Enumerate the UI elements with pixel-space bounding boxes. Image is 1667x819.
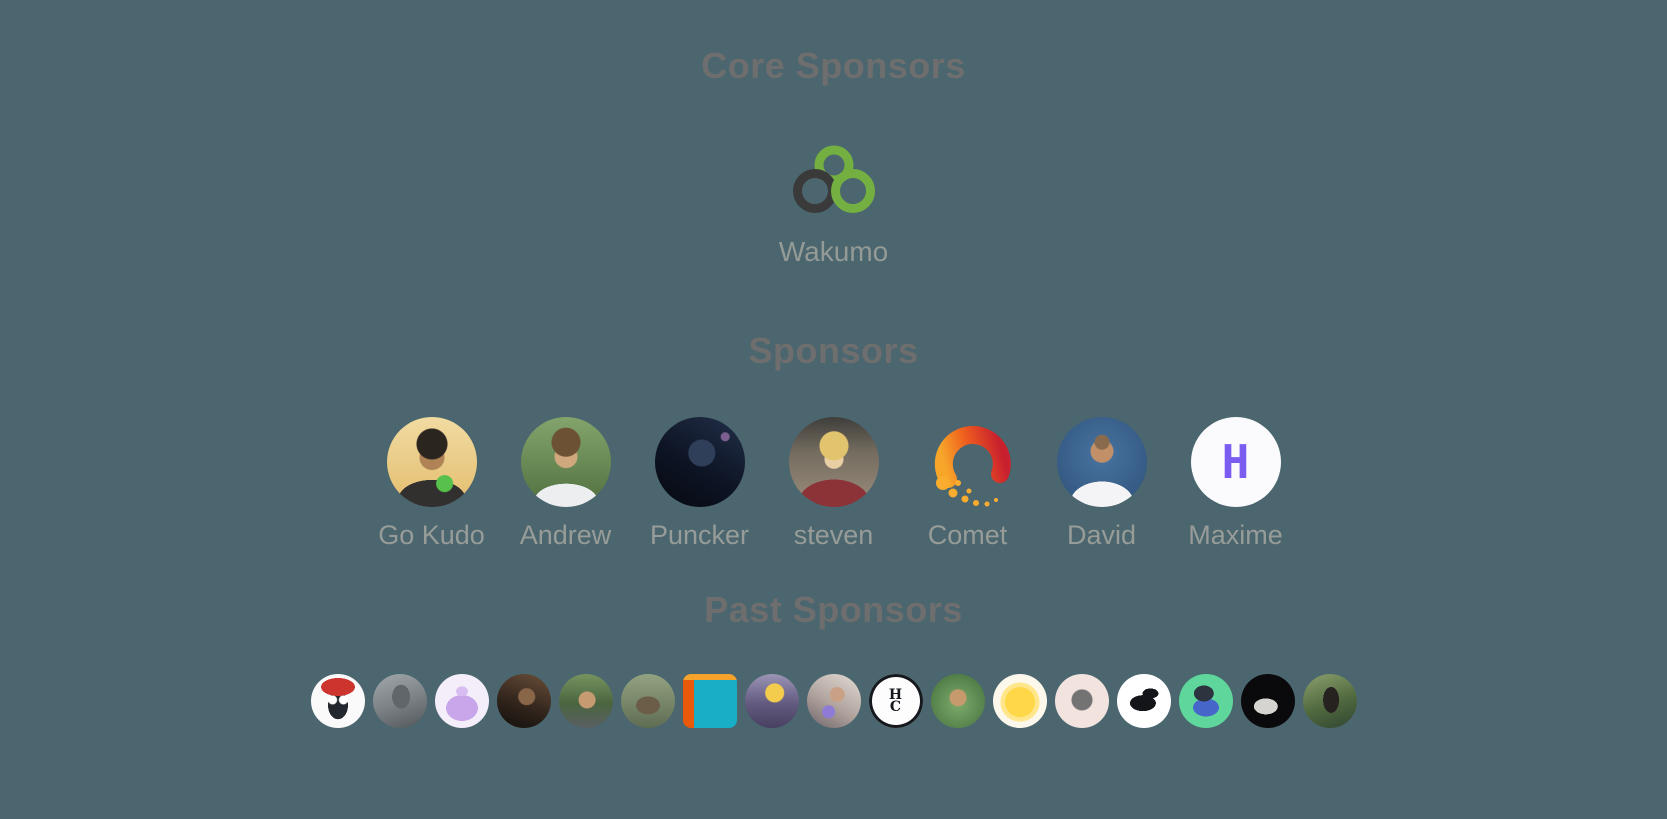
sponsor-avatar[interactable] [1056,417,1147,507]
past-sponsor-avatar[interactable] [682,674,737,728]
sponsor-name[interactable]: Andrew [519,520,612,550]
past-sponsor-avatar[interactable] [496,674,551,728]
past-sponsor-avatar[interactable] [1054,674,1109,728]
sponsor-avatar[interactable] [923,417,1013,507]
sponsor-item-david[interactable]: David [1050,417,1154,550]
sponsor-item-steven[interactable]: steven [782,417,886,550]
sponsor-name[interactable]: Puncker [649,520,750,550]
past-sponsor-avatar[interactable] [1302,674,1357,728]
sponsor-avatar[interactable] [386,417,477,507]
past-sponsor-avatar[interactable] [992,674,1047,728]
past-sponsor-avatar[interactable] [558,674,613,728]
sponsor-item-andrew[interactable]: Andrew [514,417,618,550]
sponsor-avatar[interactable] [654,417,745,507]
past-sponsor-avatar[interactable] [930,674,985,728]
past-sponsor-avatar[interactable] [434,674,489,728]
core-sponsor-name[interactable]: Wakumo [778,236,889,267]
past-sponsors-row: H C [310,674,1357,728]
past-sponsor-avatar[interactable] [620,674,675,728]
sponsor-name[interactable]: David [1066,520,1137,550]
sponsors-row: Go Kudo Andrew Puncker steven [378,417,1288,550]
past-sponsor-avatar[interactable] [806,674,861,728]
sponsor-item-comet[interactable]: Comet [916,417,1020,550]
avatar-glyph: H C [888,687,903,715]
comet-logo-icon [934,425,1011,507]
sponsor-item-go-kudo[interactable]: Go Kudo [378,417,485,550]
sponsor-name[interactable]: Go Kudo [378,520,485,550]
avatar-glyph: H [1221,435,1250,489]
past-sponsors-heading: Past Sponsors [704,589,963,630]
sponsor-name[interactable]: Comet [927,520,1008,550]
past-sponsor-avatar[interactable]: H C [868,674,923,728]
past-sponsor-avatar[interactable] [372,674,427,728]
sponsor-item-puncker[interactable]: Puncker [648,417,752,550]
core-sponsor-wakumo[interactable]: Wakumo [779,143,888,267]
past-sponsor-avatar[interactable] [310,674,365,728]
sponsor-item-maxime[interactable]: H Maxime [1184,417,1288,550]
sponsor-avatar[interactable]: H [1190,417,1281,507]
sponsor-avatar[interactable] [520,417,611,507]
wakumo-logo-icon [792,145,875,213]
sponsor-name[interactable]: Maxime [1188,520,1283,550]
core-sponsors-row: Wakumo [779,143,888,267]
past-sponsor-avatar[interactable] [744,674,799,728]
sponsor-name[interactable]: steven [793,520,874,550]
past-sponsor-avatar[interactable] [1116,674,1171,728]
sponsors-heading: Sponsors [748,330,919,371]
core-sponsors-heading: Core Sponsors [701,45,966,86]
past-sponsor-avatar[interactable] [1240,674,1295,728]
sponsor-avatar[interactable] [788,417,879,507]
past-sponsor-avatar[interactable] [1178,674,1233,728]
